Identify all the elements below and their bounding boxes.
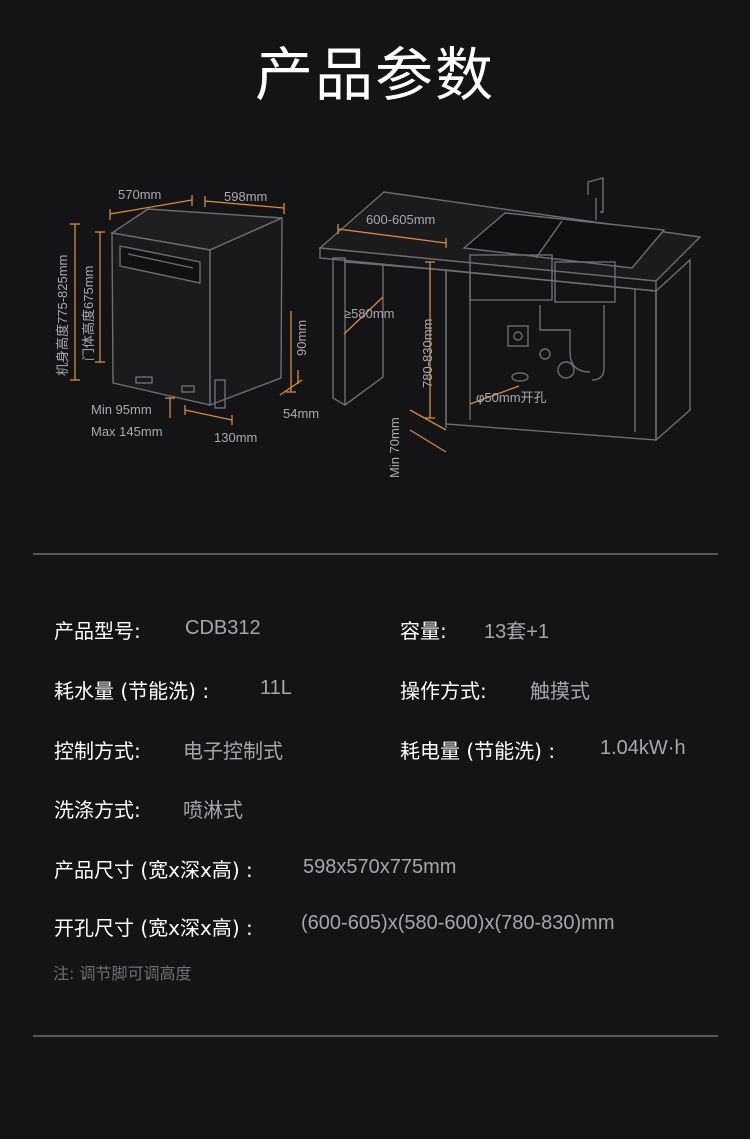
bottom-130-label: 130mm	[214, 430, 257, 445]
spec-control-value: 电子控制式	[183, 741, 283, 763]
spec-model-value: CDB312	[185, 617, 261, 639]
cabinet-dimension-labels: 600-605mm ≥580mm 780-830mm φ50mm开孔 Min 7…	[344, 212, 547, 478]
cab-depth-label: ≥580mm	[344, 306, 394, 321]
spec-size-label: 产品尺寸 (宽x深x高) :	[54, 858, 253, 882]
hole-label: φ50mm开孔	[476, 390, 547, 405]
spec-model-label: 产品型号:	[54, 619, 141, 643]
spec-cutout-value: (600-605)x(580-600)x(780-830)mm	[301, 912, 615, 934]
spec-control-label: 控制方式:	[54, 739, 141, 763]
spec-wash-value: 喷淋式	[183, 800, 243, 822]
spec-power-value: 1.04kW·h	[600, 737, 686, 759]
bottom-divider	[33, 1035, 718, 1037]
spec-capacity-value: 13套+1	[484, 621, 550, 643]
top-divider	[33, 553, 718, 555]
spec-capacity-label: 容量:	[400, 619, 447, 643]
dishwasher-dimension-lines	[70, 195, 303, 425]
cabinet-dimension-lines	[337, 224, 520, 453]
side-54-label: 54mm	[283, 406, 319, 421]
dishwasher-dimension-labels: 570mm 598mm 机身高度775-825mm 门体高度675mm Min …	[55, 187, 319, 445]
depth-598-label: 598mm	[224, 189, 267, 204]
spec-model: 产品型号:	[54, 615, 141, 644]
body-height-label: 机身高度775-825mm	[55, 255, 70, 376]
cabinet-drawing	[318, 177, 702, 442]
foot-min-label: Min 95mm	[91, 402, 152, 417]
min-70-label: Min 70mm	[387, 417, 402, 478]
adjustable-feet-note: 注: 调节脚可调高度	[53, 964, 192, 983]
cab-width-label: 600-605mm	[366, 212, 435, 227]
spec-operation-value: 触摸式	[530, 681, 590, 703]
spec-operation-label: 操作方式:	[400, 679, 487, 703]
spec-size-value: 598x570x775mm	[303, 856, 457, 878]
cab-height-label: 780-830mm	[420, 319, 435, 388]
spec-power-label: 耗电量 (节能洗) :	[400, 739, 556, 763]
door-height-label: 门体高度675mm	[81, 266, 96, 361]
dishwasher-drawing	[110, 208, 283, 409]
foot-max-label: Max 145mm	[91, 424, 163, 439]
width-570-label: 570mm	[118, 187, 161, 202]
installation-diagram: 570mm 598mm 机身高度775-825mm 门体高度675mm Min …	[55, 177, 702, 478]
page-title: 产品参数	[254, 41, 495, 109]
spec-wash-label: 洗涤方式:	[54, 798, 141, 822]
spec-water-label: 耗水量 (节能洗) :	[54, 679, 210, 703]
side-90-label: 90mm	[294, 320, 309, 356]
spec-water-value: 11L	[260, 677, 292, 699]
spec-cutout-label: 开孔尺寸 (宽x深x高) :	[54, 916, 253, 940]
